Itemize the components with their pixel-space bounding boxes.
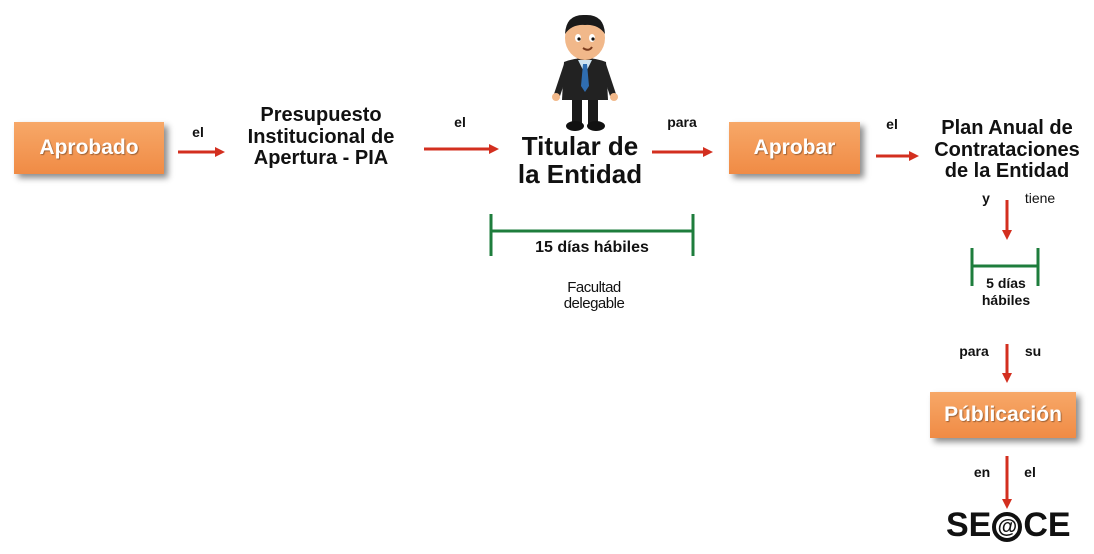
pac-node: Plan Anual de Contrataciones de la Entid…	[922, 117, 1092, 183]
duration-5-dias-line-2: hábiles	[981, 292, 1031, 308]
aprobado-box: Aprobado	[14, 122, 164, 174]
connector-y: y	[982, 190, 990, 206]
connector-su: su	[1024, 343, 1042, 359]
aprobar-box: Aprobar	[729, 122, 860, 174]
seace-logo: SE@CE	[946, 506, 1071, 545]
pia-node: Presupuesto Institucional de Apertura - …	[236, 104, 406, 170]
facultad-delegable-note: Facultad delegable	[534, 280, 654, 312]
connector-el-3: el	[886, 116, 898, 132]
seace-at: @	[992, 512, 1023, 542]
duration-15-dias: 15 días hábiles	[535, 239, 649, 256]
facultad-line-1: Facultad	[567, 279, 621, 296]
aprobar-label: Aprobar	[753, 136, 836, 159]
connector-en: en	[973, 464, 991, 480]
pac-line-1: Plan Anual de	[941, 117, 1073, 139]
connector-el-4: el	[1024, 464, 1036, 480]
publicacion-box: Públicación	[930, 392, 1076, 438]
pac-line-3: de la Entidad	[944, 160, 1070, 183]
seace-prefix: SE	[946, 506, 992, 544]
pia-line-3: Apertura - PIA	[253, 147, 389, 170]
publicacion-label: Públicación	[944, 403, 1062, 426]
connector-para-2: para	[959, 343, 989, 359]
titular-line-2: la Entidad	[517, 159, 643, 190]
titular-node: Titular de la Entidad	[505, 132, 655, 188]
connector-para-1: para	[667, 114, 697, 130]
pia-line-2: Institucional de	[247, 125, 395, 148]
businessman-icon	[552, 14, 618, 131]
connector-tiene: tiene	[1024, 190, 1056, 206]
pia-line-1: Presupuesto	[260, 104, 382, 126]
facultad-line-2: delegable	[563, 294, 625, 312]
duration-5-dias-line-1: 5 días	[986, 275, 1026, 291]
titular-line-1: Titular de	[521, 131, 639, 161]
aprobado-label: Aprobado	[39, 136, 139, 159]
pac-line-2: Contrataciones	[934, 138, 1080, 161]
connector-el-1: el	[192, 124, 204, 140]
seace-suffix: CE	[1023, 506, 1071, 544]
connector-el-2: el	[454, 114, 466, 130]
